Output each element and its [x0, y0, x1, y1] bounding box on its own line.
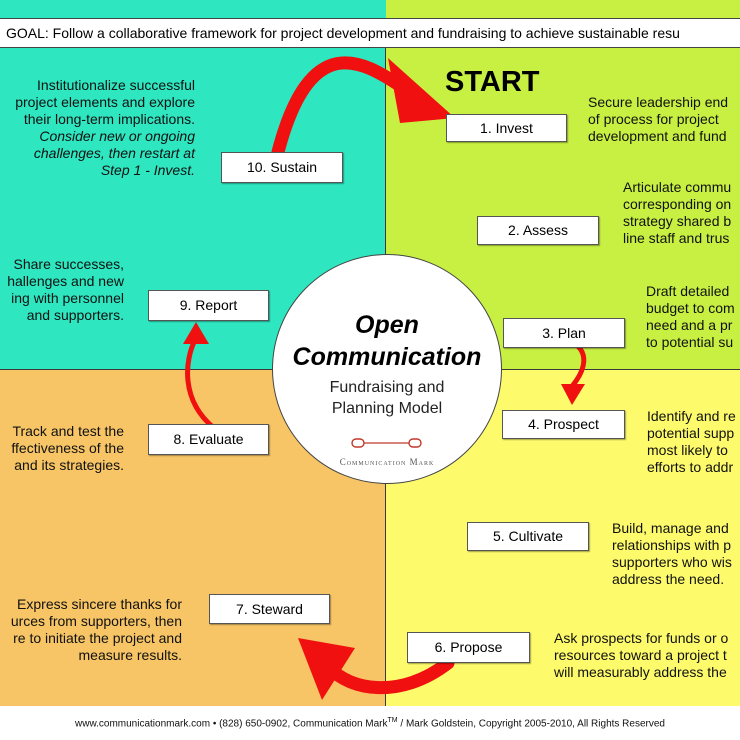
step-report-label: 9. Report [179, 297, 238, 313]
footer-text-b: / Mark Goldstein, Copyright 2005-2010, A… [397, 718, 665, 730]
desc-report: Share successes, hallenges and new ing w… [7, 256, 124, 323]
step-prospect-label: 4. Prospect [528, 416, 599, 432]
center-title-line1: Open [355, 311, 419, 339]
goal-banner: GOAL: Follow a collaborative framework f… [0, 18, 740, 48]
step-invest-label: 1. Invest [480, 120, 533, 136]
center-subtitle-line1: Fundraising and [329, 379, 445, 396]
step-propose-label: 6. Propose [434, 639, 503, 655]
footer-copyright: www.communicationmark.com • (828) 650-09… [0, 706, 740, 740]
step-sustain-box[interactable]: 10. Sustain [221, 152, 343, 183]
step-plan-box[interactable]: 3. Plan [503, 318, 625, 348]
top-strip-teal [0, 0, 386, 18]
desc-cultivate: Build, manage and relationships with p s… [612, 520, 732, 587]
brand-link-icon [351, 438, 422, 448]
step-steward-box[interactable]: 7. Steward [209, 594, 330, 624]
center-title-line2: Communication [292, 343, 482, 371]
brand-name: Communication Mark [339, 457, 435, 467]
desc-assess: Articulate commu corresponding on strate… [623, 179, 732, 246]
desc-evaluate: Track and test the ffectiveness of the a… [11, 423, 124, 473]
step-plan-label: 3. Plan [542, 325, 586, 341]
step-assess-box[interactable]: 2. Assess [477, 216, 599, 245]
step-report-box[interactable]: 9. Report [148, 290, 269, 321]
desc-sustain: Institutionalize successful project elem… [15, 77, 195, 178]
footer-text-a: www.communicationmark.com • (828) 650-09… [75, 718, 388, 730]
desc-steward: Express sincere thanks for urces from su… [10, 596, 182, 663]
desc-propose: Ask prospects for funds or o resources t… [554, 630, 729, 680]
step-assess-label: 2. Assess [508, 222, 568, 238]
desc-prospect: Identify and re potential supp most like… [647, 408, 736, 475]
step-steward-label: 7. Steward [236, 601, 303, 617]
step-evaluate-label: 8. Evaluate [173, 431, 244, 447]
step-invest-box[interactable]: 1. Invest [446, 114, 567, 142]
top-strip-lime [386, 0, 740, 18]
start-label: START [445, 66, 540, 98]
desc-invest: Secure leadership end of process for pro… [588, 94, 729, 144]
step-cultivate-label: 5. Cultivate [492, 528, 564, 544]
step-sustain-label: 10. Sustain [246, 159, 318, 175]
step-evaluate-box[interactable]: 8. Evaluate [148, 424, 269, 455]
desc-plan: Draft detailed budget to com need and a … [646, 283, 735, 350]
step-cultivate-box[interactable]: 5. Cultivate [467, 522, 589, 551]
center-circle: Open Communication Fundraising and Plann… [272, 254, 502, 484]
footer-tm: TM [387, 717, 398, 724]
center-subtitle-line2: Planning Model [331, 400, 443, 417]
step-prospect-box[interactable]: 4. Prospect [502, 410, 625, 439]
step-propose-box[interactable]: 6. Propose [407, 632, 530, 663]
